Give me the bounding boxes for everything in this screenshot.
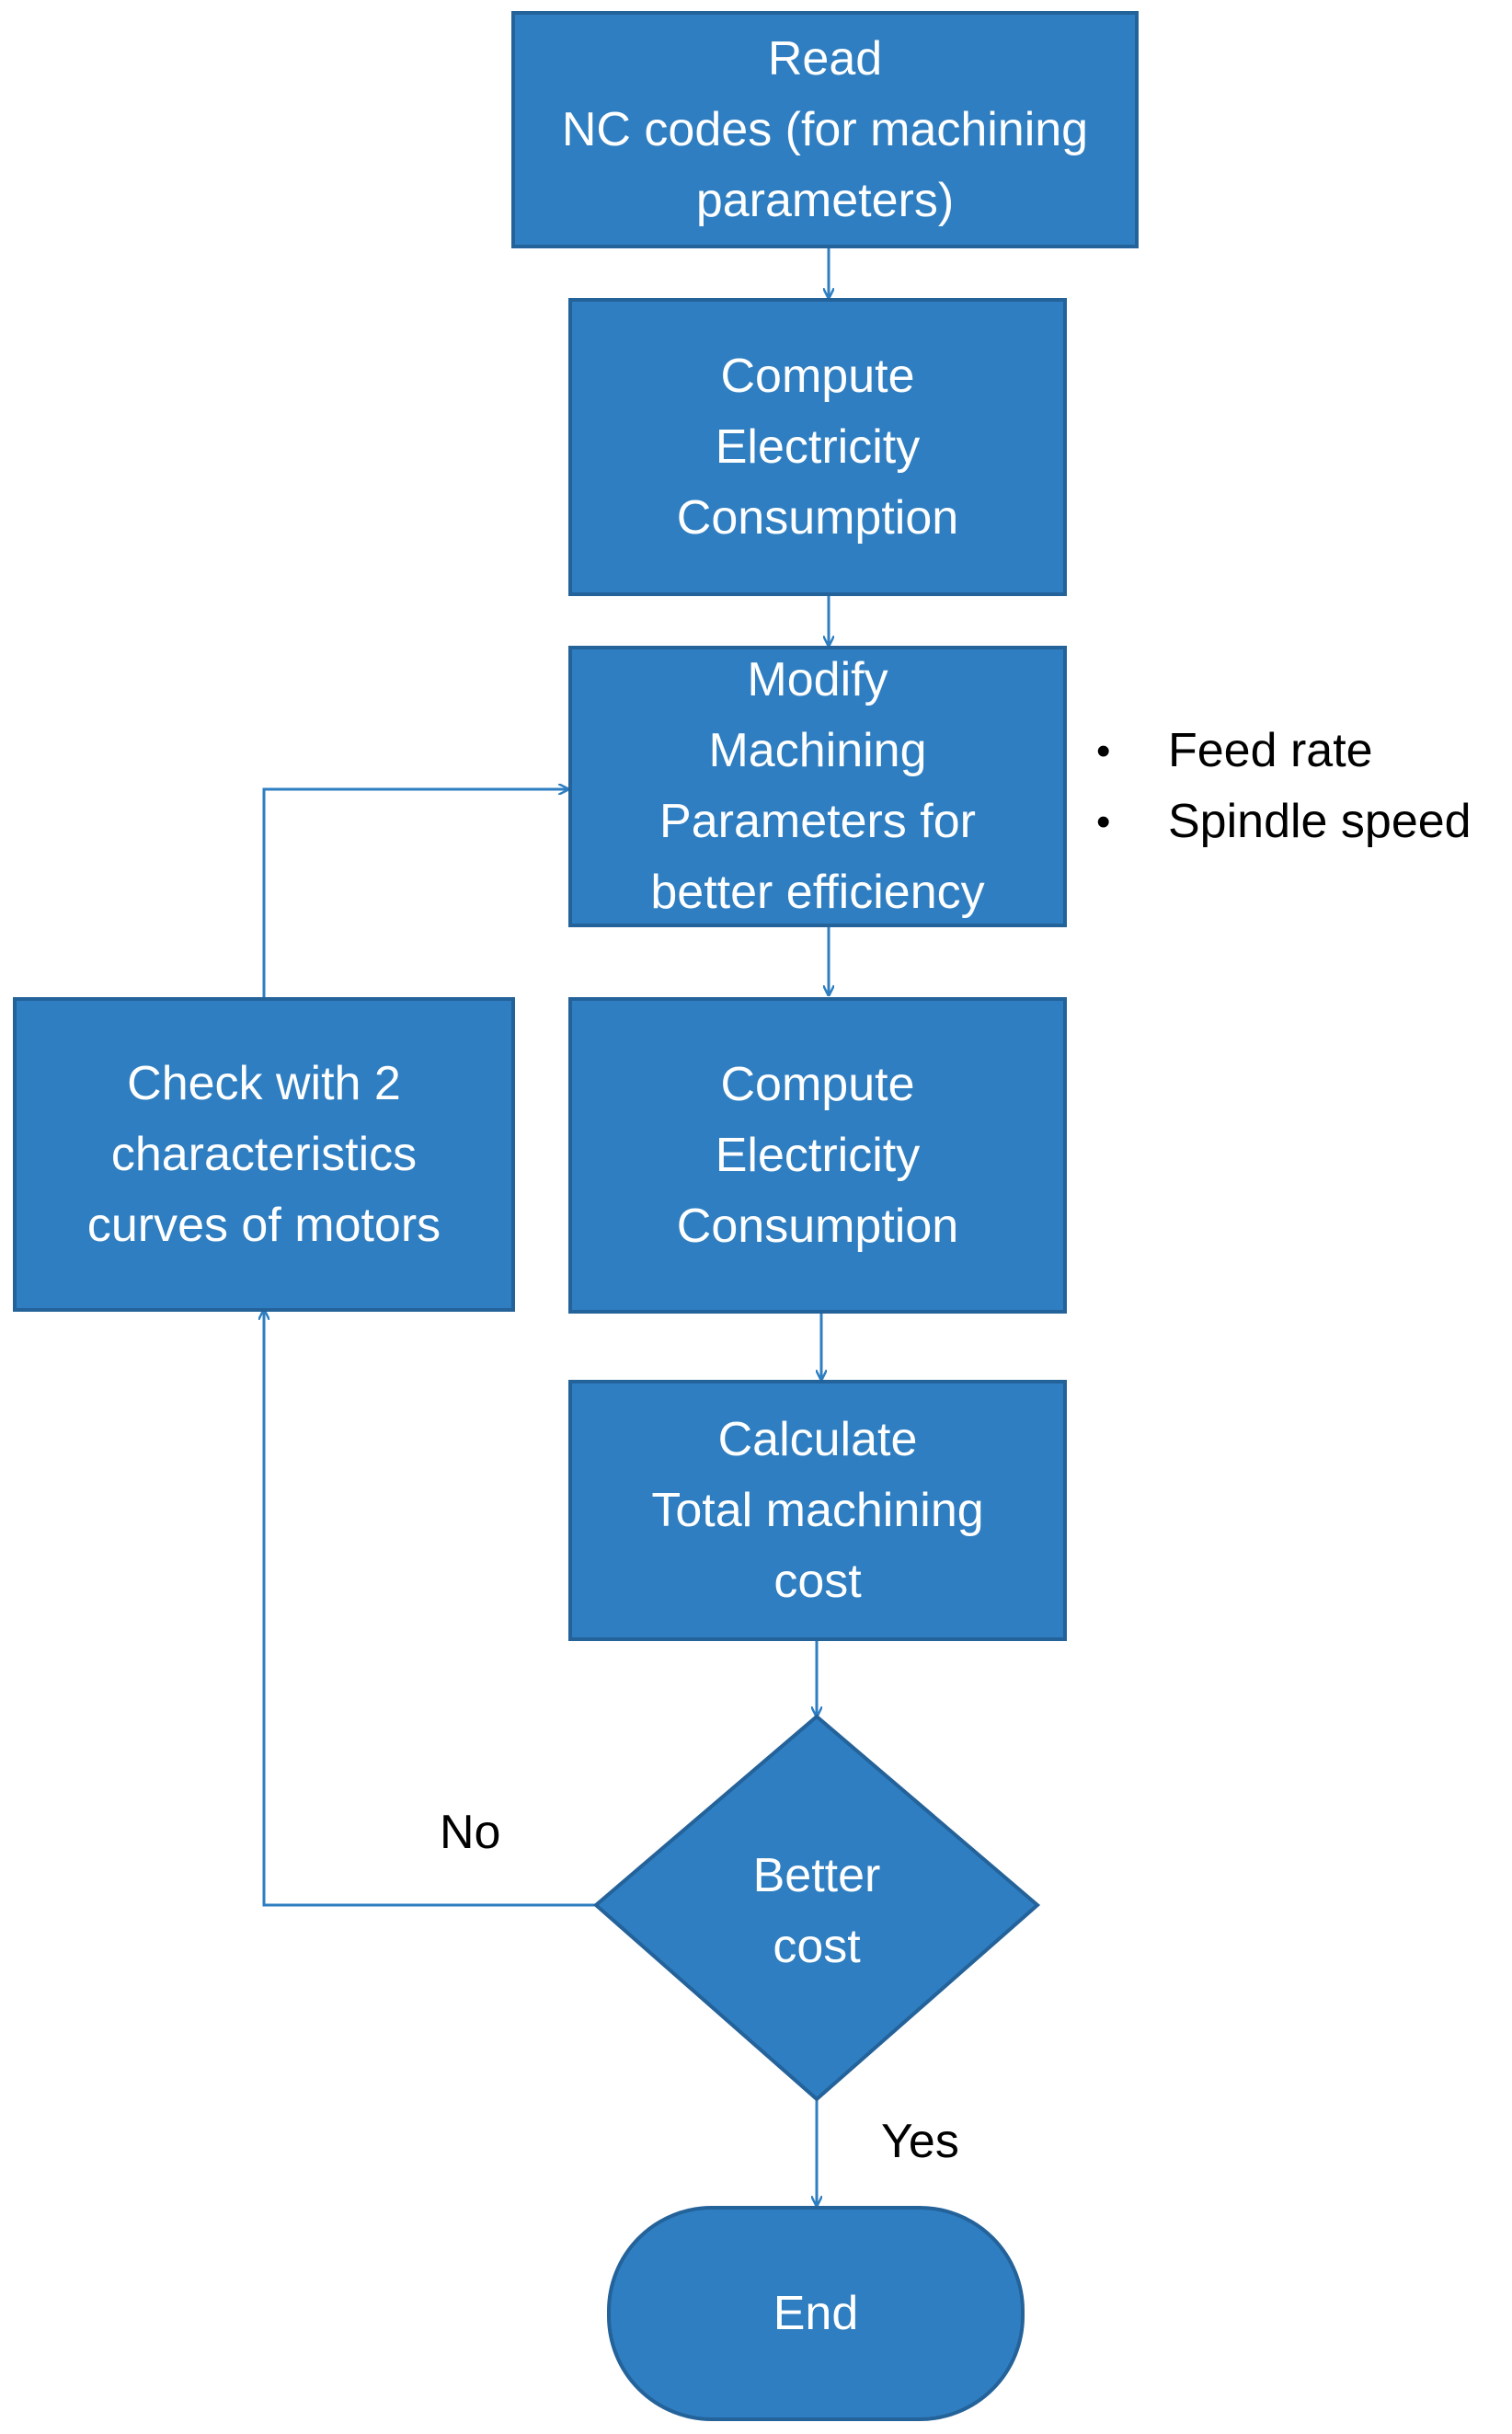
- node-text-line: cost: [773, 1554, 862, 1608]
- node-text-line: Modify: [747, 653, 888, 706]
- bullet-item: • Feed rate: [1085, 716, 1472, 786]
- bullet-text: Feed rate: [1168, 724, 1373, 777]
- edge-label-yes: Yes: [881, 2115, 959, 2168]
- node-text-line: better efficiency: [650, 866, 985, 919]
- check-motor-curves-box: Check with 2 characteristics curves of m…: [13, 997, 515, 1312]
- node-text-line: curves of motors: [86, 1198, 441, 1252]
- end-terminator: [607, 2206, 1025, 2421]
- end-label: End: [773, 2287, 859, 2340]
- arrow-check-to-modify: [262, 789, 568, 997]
- node-text-line: Parameters for: [659, 795, 976, 848]
- bullet-text: Spindle speed: [1168, 795, 1472, 848]
- node-text-line: Consumption: [676, 1199, 959, 1253]
- decision-diamond: [592, 1714, 1041, 2102]
- node-text-line: Consumption: [676, 490, 959, 545]
- node-text-line: Better: [752, 1849, 881, 1902]
- parameter-bullet-list: • Feed rate • Spindle speed: [1085, 716, 1472, 857]
- node-text-line: cost: [773, 1920, 861, 1973]
- arrow-decision-no-to-check: [264, 1310, 596, 1907]
- bullet-item: • Spindle speed: [1085, 786, 1472, 857]
- bullet-icon: •: [1096, 799, 1111, 844]
- edge-label-no: No: [440, 1806, 501, 1859]
- node-text-line: parameters): [695, 173, 955, 227]
- node-text-line: Compute: [720, 349, 915, 403]
- node-text-line: Electricity: [715, 1128, 921, 1182]
- node-text-line: Read: [767, 31, 883, 86]
- node-text-line: Electricity: [715, 419, 921, 474]
- bullet-icon: •: [1096, 729, 1111, 774]
- node-text-line: Total machining: [651, 1483, 984, 1537]
- node-text-line: Machining: [708, 724, 927, 777]
- node-text-line: NC codes (for machining: [561, 102, 1089, 156]
- compute-electricity-box-2: Compute Electricity Consumption: [568, 997, 1067, 1314]
- node-text-line: Check with 2: [127, 1056, 401, 1110]
- node-text-line: characteristics: [110, 1127, 418, 1181]
- node-text-line: Compute: [720, 1057, 915, 1111]
- modify-parameters-box: Modify Machining Parameters for better e…: [568, 646, 1067, 927]
- read-nc-codes-box: Read NC codes (for machining parameters): [511, 11, 1139, 248]
- calculate-cost-box: Calculate Total machining cost: [568, 1380, 1067, 1641]
- node-text-line: Calculate: [717, 1412, 918, 1466]
- decision-label: Better cost: [596, 1801, 1037, 2022]
- compute-electricity-box-1: Compute Electricity Consumption: [568, 298, 1067, 596]
